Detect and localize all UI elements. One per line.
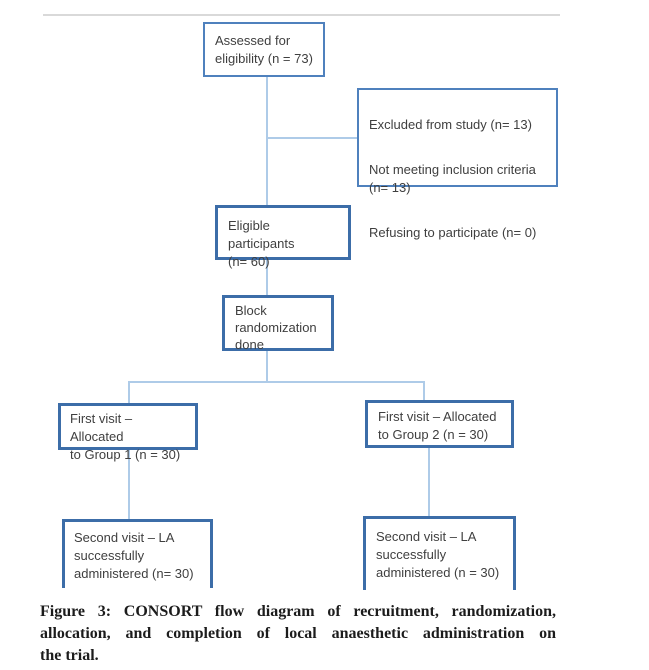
- first-visit-group2-box: First visit – Allocated to Group 2 (n = …: [365, 400, 514, 448]
- branch-line: [128, 381, 425, 383]
- figure-caption: Figure 3: CONSORT flow diagram of recrui…: [40, 601, 556, 667]
- assessed-eligibility-box: Assessed for eligibility (n = 73): [203, 22, 325, 77]
- excluded-box: Excluded from study (n= 13) Not meeting …: [357, 88, 558, 240]
- branch-drop-right: [423, 383, 425, 400]
- connector-group2-to-second-visit: [428, 448, 430, 516]
- caption-line: allocation, and completion of local anae…: [40, 625, 556, 642]
- connector-assessed-to-eligible: [266, 77, 268, 205]
- excluded-line: Excluded from study (n= 13): [369, 117, 532, 132]
- connector-randomization-to-branch: [266, 351, 268, 381]
- branch-drop-left: [128, 383, 130, 403]
- connector-group1-to-second-visit: [128, 450, 130, 519]
- block-randomization-box: Block randomization done: [222, 295, 334, 352]
- caption-line: Figure 3: CONSORT flow diagram of recrui…: [40, 603, 556, 620]
- first-visit-group1-box: First visit – Allocated to Group 1 (n = …: [58, 403, 198, 462]
- figure-top-rule: [43, 14, 560, 16]
- second-visit-group2-box: Second visit – LA successfully administe…: [363, 516, 516, 590]
- excluded-line: Not meeting inclusion criteria (n= 13): [369, 162, 536, 195]
- eligible-participants-box: Eligible participants (n= 60): [215, 205, 351, 269]
- excluded-line: Refusing to participate (n= 0): [369, 225, 537, 240]
- connector-to-excluded: [268, 137, 357, 139]
- second-visit-group1-box: Second visit – LA successfully administe…: [62, 519, 213, 588]
- caption-line: the trial.: [40, 647, 99, 664]
- connector-eligible-to-randomization: [266, 260, 268, 295]
